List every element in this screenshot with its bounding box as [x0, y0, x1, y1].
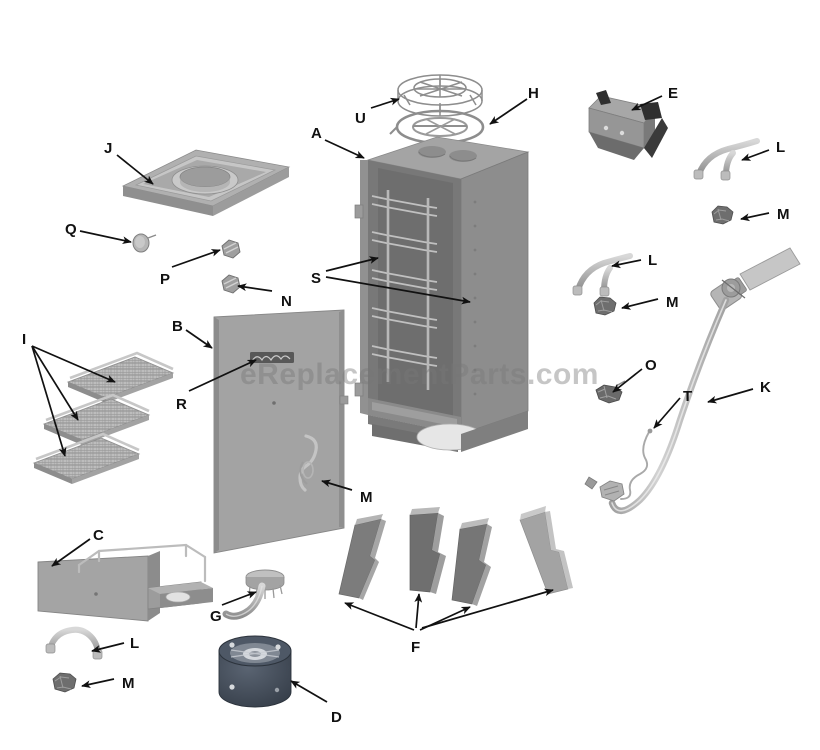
callout-arrow-grease-tray-drawer — [51, 538, 91, 567]
part-igniter-wire — [620, 428, 653, 500]
callout-label-hose-regulator: K — [760, 379, 771, 396]
callout-label-orifice-fitting-2: M — [666, 294, 679, 311]
part-igniter-electrode — [595, 380, 626, 404]
callout-arrow-burner-ring — [489, 98, 528, 125]
callout-label-rack-supports: S — [311, 270, 322, 287]
callout-arrow-orifice-fitting — [740, 212, 770, 222]
leg-2 — [409, 507, 446, 594]
callout-arrow-hose-regulator — [707, 388, 754, 404]
part-screw-n — [221, 274, 241, 294]
part-hose-regulator — [584, 247, 801, 514]
callout-arrow-igniter-wire — [653, 397, 681, 429]
callout-label-orifice-fitting: M — [777, 206, 790, 223]
callout-arrow-screw-n — [237, 283, 273, 292]
part-orifice-fitting-2 — [593, 296, 617, 316]
callout-label-orifice-fitting-3: M — [122, 675, 135, 692]
callout-arrow-igniter-electrode — [612, 368, 643, 393]
part-burner-tube-left-ends — [693, 169, 731, 181]
callout-label-nameplate-logo: R — [176, 396, 187, 413]
callout-label-smoker-body-cabinet: A — [311, 125, 322, 142]
callout-label-burner-tube-left: L — [776, 139, 786, 156]
callout-label-burner-venturi: G — [210, 608, 222, 625]
callout-arrow-wire-trivet-ring — [370, 97, 400, 109]
part-burner-tube-right — [575, 253, 633, 294]
callout-arrow-burner-tube-right — [611, 259, 642, 269]
callout-arrow-burner-venturi — [221, 591, 257, 606]
callout-arrow-burner-tube-left — [741, 149, 770, 161]
callout-label-grease-tray-drawer: C — [93, 527, 104, 544]
callout-arrow-rack-supports — [325, 256, 379, 272]
callout-label-legs: F — [411, 639, 421, 656]
callout-arrow-smoker-body-cabinet — [324, 139, 365, 159]
leg-4 — [519, 506, 573, 595]
callout-arrow-legs-2 — [414, 593, 423, 629]
hose-end-fitting — [584, 476, 625, 502]
part-control-panel-bracket — [588, 90, 668, 160]
part-burner-tube-right-ends — [572, 285, 610, 297]
part-door-assembly — [213, 309, 349, 554]
callout-arrow-rack-supports-2 — [325, 276, 471, 305]
callout-arrow-wood-chip-burner-box — [290, 680, 328, 703]
part-nameplate-logo — [250, 352, 294, 363]
callout-label-screw-p: P — [160, 271, 171, 288]
callout-label-burner-ring: H — [528, 85, 539, 102]
callout-label-burner-tube-bottom: L — [130, 635, 140, 652]
leg-1 — [338, 514, 386, 600]
part-burner-venturi — [222, 569, 285, 620]
callout-arrow-orifice-fitting-2 — [621, 298, 659, 310]
callout-label-control-panel-bracket: E — [668, 85, 679, 102]
part-door-handle — [298, 434, 318, 492]
part-water-pan — [121, 149, 291, 216]
callout-arrow-door-handle — [321, 479, 353, 491]
callout-arrow-orifice-fitting-3 — [81, 678, 115, 689]
callout-arrow-cooking-grates-2 — [31, 345, 79, 421]
callout-arrow-cap-plug — [79, 230, 132, 245]
callout-arrow-screw-p — [171, 249, 221, 268]
part-screw-p — [221, 239, 241, 259]
part-cooking-grates — [32, 351, 175, 484]
callout-label-burner-tube-right: L — [648, 252, 658, 269]
callout-arrow-cooking-grates — [31, 345, 116, 383]
callout-label-water-pan: J — [104, 140, 113, 157]
part-smoker-body-cabinet — [354, 136, 530, 452]
part-cap-plug — [132, 233, 157, 253]
part-grease-tray-drawer — [37, 543, 213, 622]
part-rack-supports — [371, 195, 438, 367]
callout-label-cap-plug: Q — [65, 221, 77, 238]
callout-arrow-burner-tube-bottom — [91, 642, 125, 653]
callout-label-wood-chip-burner-box: D — [331, 709, 342, 726]
part-orifice-fitting — [711, 205, 734, 225]
callout-arrow-cooking-grates-3 — [31, 345, 67, 457]
part-wood-chip-burner-box — [218, 635, 292, 708]
callout-arrow-layer — [31, 95, 770, 703]
callout-label-cooking-grates: I — [22, 331, 27, 348]
callout-arrow-legs — [344, 602, 415, 631]
callout-label-wire-trivet-ring: U — [355, 110, 366, 127]
callout-arrow-control-panel-bracket — [631, 95, 663, 111]
callout-arrow-nameplate-logo — [188, 359, 257, 392]
callout-arrow-legs-4 — [421, 588, 554, 629]
callout-label-igniter-electrode: O — [645, 357, 657, 374]
callout-label-door-handle: M — [360, 489, 373, 506]
callout-label-door-assembly: B — [172, 318, 183, 335]
callout-arrow-water-pan — [116, 154, 154, 185]
part-burner-tube-bottom — [48, 626, 101, 657]
leg-3 — [451, 518, 492, 606]
part-legs — [338, 506, 573, 606]
part-orifice-fitting-3 — [52, 672, 77, 693]
callout-arrow-door-assembly — [185, 329, 213, 349]
callout-label-screw-n: N — [281, 293, 292, 310]
callout-label-igniter-wire: T — [683, 388, 693, 405]
